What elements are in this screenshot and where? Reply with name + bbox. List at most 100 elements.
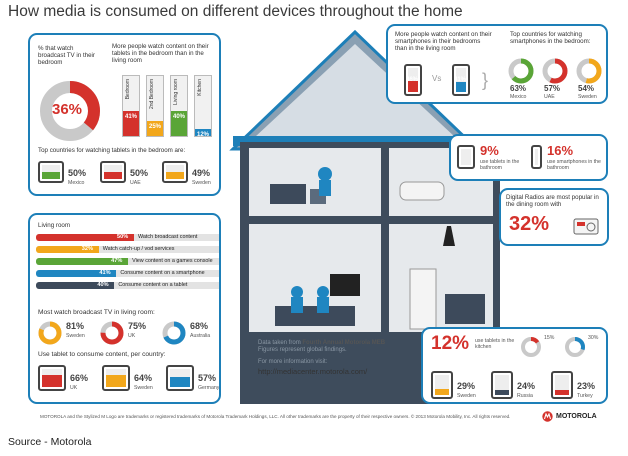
smartphone-country-name: Sweden — [578, 94, 597, 100]
living-room-bar-label: Watch catch-up / vod services — [102, 246, 175, 252]
smartphones-bedroom-panel: More people watch content on their smart… — [386, 24, 608, 104]
tablet-icon-fill — [170, 376, 190, 387]
tablet-country-value: 57% — [198, 373, 217, 383]
bracket-icon: } — [482, 70, 489, 90]
tablet-icon — [551, 371, 573, 399]
smartphone-country-value: 57% — [544, 84, 561, 93]
living-room-panel: Living room Most watch broadcast TV in l… — [28, 213, 221, 404]
broadcast-donut — [38, 321, 62, 345]
broadcast-value: 81% — [66, 321, 85, 331]
tablet-room-bar-fill — [123, 110, 139, 136]
tablet-icon — [100, 161, 126, 183]
kitchen-country-value: 29% — [457, 381, 476, 391]
country-label: Mexico — [68, 180, 85, 186]
tablet-room-bar: 40% Living room — [170, 75, 188, 137]
country-label: UAE — [130, 180, 141, 186]
tablet-country-name: Germany — [198, 385, 220, 391]
tablet-icon — [491, 371, 513, 399]
vs-text: Vs — [432, 74, 442, 83]
tablet-icon — [431, 371, 453, 399]
tablet-country-value: 64% — [134, 373, 153, 383]
kitchen-value: 12% — [431, 333, 470, 354]
living-room-bar-label: View content on a games console — [132, 258, 213, 264]
kitchen-country-value: 24% — [517, 381, 536, 391]
smartphone-value: 46% — [406, 77, 419, 83]
motorola-logo-icon — [542, 411, 553, 422]
tablet-countries-label: Top countries for watching tablets in th… — [38, 147, 186, 154]
smartphone-donut — [508, 58, 534, 84]
tablet-room-bar-value: 40% — [172, 114, 185, 121]
tablet-icon-fill — [555, 390, 569, 395]
country-value: 50% — [130, 168, 149, 178]
kitchen-panel: 12% use tablets in the kitchen 15% 30% 29… — [421, 327, 608, 404]
broadcast-country: Sweden — [66, 333, 85, 339]
tablet-room-bar-label: 2nd Bedroom — [149, 79, 155, 110]
smartphone-donut — [542, 58, 568, 84]
bedroom-tablets-panel: % that watch broadcast TV in their bedro… — [28, 33, 221, 196]
radio-value: 32% — [509, 213, 550, 235]
smartphone-icon-fill — [456, 82, 466, 92]
living-room-bar-fill — [36, 246, 99, 253]
tablet-icon — [457, 145, 475, 169]
living-room-bar-value: 41% — [99, 270, 111, 276]
smartphone-value: 41% — [454, 77, 467, 83]
tablet-room-bar: 12%Kitchen — [194, 75, 212, 138]
tablet-room-bar-fill — [195, 128, 211, 136]
kitchen-donut-value: 15% — [544, 335, 555, 341]
smartphone-icon — [531, 145, 542, 169]
tablet-icon-fill — [42, 172, 60, 179]
kitchen-donut-value: 30% — [588, 335, 599, 341]
page-title: How media is consumed on different devic… — [8, 3, 463, 20]
source-line2: Figures represent global findings. — [258, 347, 347, 354]
country-value: 50% — [68, 168, 87, 178]
bath-tablet-value: 9% — [480, 143, 499, 158]
tablet-room-bar-value: 12% — [196, 131, 209, 138]
broadcast-label: Most watch broadcast TV in living room: — [38, 309, 155, 316]
living-room-bar-value: 47% — [111, 258, 123, 264]
bathroom-panel: 9% use tablets in the bathroom 16% use s… — [449, 134, 608, 181]
tablet-icon-fill — [104, 172, 122, 179]
bath-phone-value: 16% — [547, 143, 574, 158]
tablet-room-bar: 25%2nd Bedroom — [146, 75, 164, 137]
smartphone-icon-fill — [408, 80, 418, 92]
broadcast-country: Australia — [190, 333, 211, 339]
country-label: Sweden — [192, 180, 211, 186]
country-value: 49% — [192, 168, 211, 178]
tablet-icon — [38, 365, 66, 391]
smartphone-country-value: 63% — [510, 84, 527, 93]
tablet-icon-fill — [106, 375, 126, 387]
living-room-bar: 40%Consume content on a tablet — [36, 282, 219, 289]
tablet-rooms-label: More people watch content on their table… — [112, 43, 209, 65]
kitchen-donut — [565, 337, 585, 357]
tablet-country-label: Use tablet to consume content, per count… — [38, 351, 166, 358]
source-line3: For more information visit: — [258, 359, 328, 366]
bedroom-tv-value: 36% — [52, 101, 83, 118]
footer-trademark: MOTOROLA and the Stylized M Logo are tra… — [40, 414, 511, 419]
living-room-bar: 50%Watch broadcast content — [36, 234, 219, 241]
kitchen-label: use tablets in the kitchen — [475, 338, 515, 350]
smartphone-country-name: UAE — [544, 94, 555, 100]
tablet-room-bar: 41%Bedroom — [122, 75, 140, 137]
living-room-bar-fill — [36, 270, 117, 277]
living-room-title: Living room — [38, 222, 70, 229]
source-prefix: Data taken from — [258, 340, 303, 346]
smartphone-country-value: 54% — [578, 84, 595, 93]
smartphone-icon — [404, 64, 422, 96]
kitchen-country-name: Sweden — [457, 393, 476, 399]
living-room-bar-label: Consume content on a tablet — [118, 282, 188, 288]
tablet-icon — [162, 161, 188, 183]
tablet-icon — [102, 365, 130, 391]
smartphone-bedroom-label: More people watch content on their smart… — [395, 31, 492, 53]
source-url[interactable]: http://mediacenter.motorola.com/ — [258, 366, 368, 376]
source-bold: Fourth Annual Motorola MEB — [302, 340, 386, 346]
broadcast-donut — [162, 321, 186, 345]
smartphone-icon — [452, 64, 470, 96]
tablet-rooms-chart: 41%Bedroom 25%2nd Bedroom 40% Living room 12… — [122, 75, 214, 138]
living-room-bar-label: Consume content on a smartphone — [120, 270, 205, 276]
tablet-icon-fill — [495, 390, 509, 395]
tablet-room-bar-label: Living room — [173, 79, 179, 105]
tablet-country-name: Sweden — [134, 385, 153, 391]
